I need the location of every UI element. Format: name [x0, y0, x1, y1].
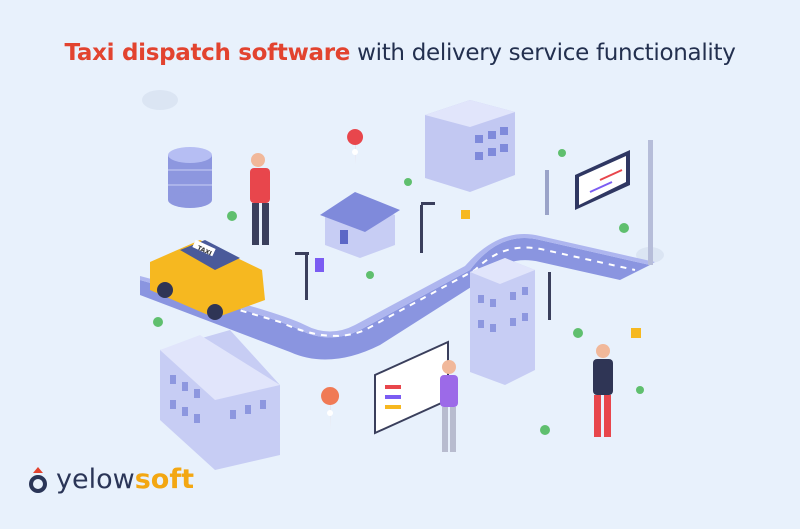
house — [320, 192, 400, 258]
office-building — [425, 100, 515, 192]
logo-mark-icon — [29, 466, 47, 493]
road-top — [140, 234, 655, 338]
logo-text-yelow: yelow — [56, 464, 135, 495]
page-title: Taxi dispatch software with delivery ser… — [0, 40, 800, 66]
street-lamp — [548, 272, 551, 320]
direction-signboard — [545, 140, 653, 265]
road — [140, 238, 650, 360]
street-lamp — [420, 202, 435, 253]
location-pin-icon — [321, 387, 340, 430]
title-highlight: Taxi dispatch software — [64, 40, 351, 66]
road-lane-marking — [159, 246, 636, 337]
title-rest: with delivery service functionality — [357, 40, 736, 66]
parcel-box — [315, 210, 641, 338]
person-businessman — [593, 344, 613, 437]
apartment-building — [160, 330, 280, 470]
person-with-phone — [250, 153, 270, 245]
database-icon — [168, 147, 212, 208]
location-pin-icon — [347, 129, 364, 165]
person-at-screen — [440, 360, 458, 452]
tree — [153, 149, 644, 435]
cloud — [142, 90, 178, 110]
dashboard-screen — [374, 340, 449, 435]
street-lamp — [295, 252, 309, 300]
logo-text-soft: soft — [134, 464, 194, 495]
taxi-car: TAXI — [150, 239, 265, 320]
tower-building — [470, 258, 535, 385]
